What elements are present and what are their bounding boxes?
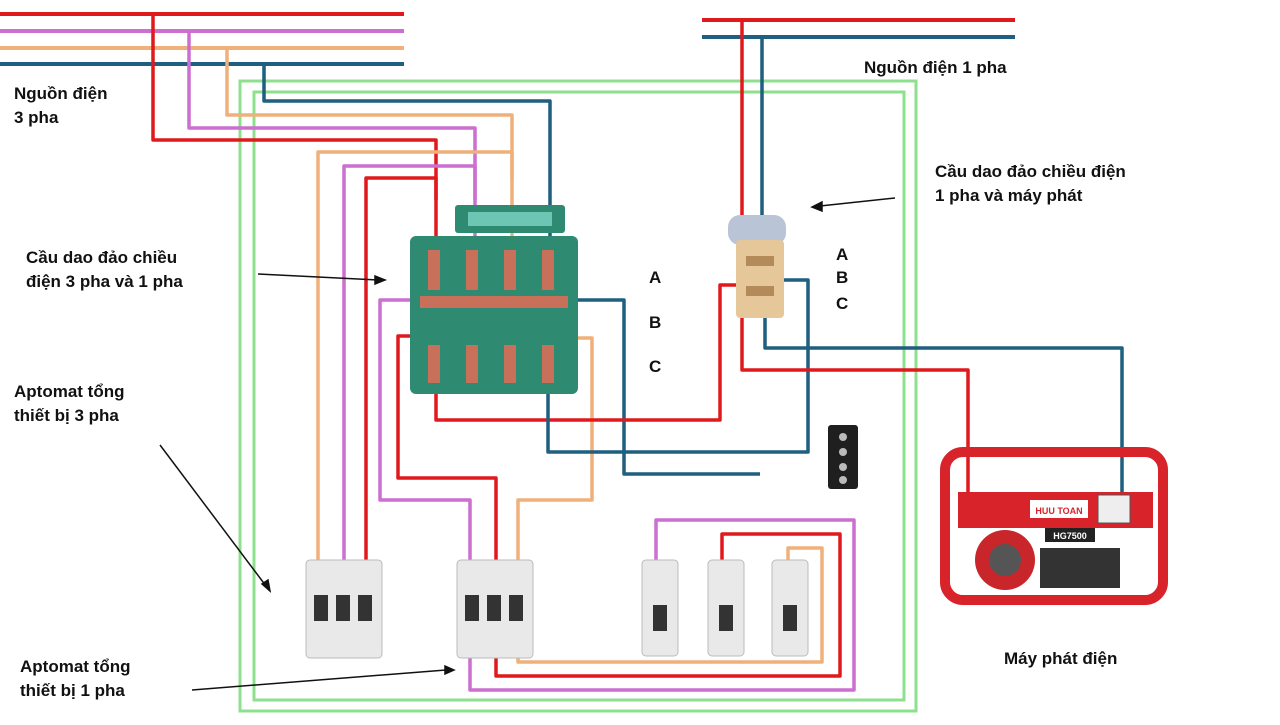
label-source-3phase-line2: 3 pha xyxy=(14,108,59,127)
wires-switch-output xyxy=(378,278,810,560)
label-breaker-3phase-line2: thiết bị 3 pha xyxy=(14,406,119,425)
label-switch-1phase: Cầu dao đảo chiều điện 1 pha và máy phát xyxy=(935,160,1126,208)
label-breaker-1phase-line2: thiết bị 1 pha xyxy=(20,681,125,700)
label-source-3phase: Nguồn điện 3 pha xyxy=(14,82,107,130)
phase-c-3phase: C xyxy=(649,357,662,376)
reversing-switch-1phase xyxy=(728,215,786,318)
label-switch-1phase-line1: Cầu dao đảo chiều điện xyxy=(935,162,1126,181)
terminal-block xyxy=(828,425,858,489)
label-breaker-3phase-line1: Aptomat tổng xyxy=(14,382,125,401)
label-source-3phase-line1: Nguồn điện xyxy=(14,84,108,103)
phase-b-3phase: B xyxy=(649,313,662,332)
wires-switch-to-breaker-3phase xyxy=(316,150,514,560)
generator-brand: HUU TOAN xyxy=(1035,506,1082,516)
label-breaker-3phase: Aptomat tổng thiết bị 3 pha xyxy=(14,380,124,428)
source-3phase-lines xyxy=(0,12,404,66)
breaker-3phase-load xyxy=(456,559,534,659)
label-breaker-1phase: Aptomat tổng thiết bị 1 pha xyxy=(20,655,130,703)
label-switch-3phase-line2: điện 3 pha và 1 pha xyxy=(26,272,183,291)
generator: HUU TOAN HG7500 xyxy=(940,447,1168,605)
generator-model: HG7500 xyxy=(1053,531,1087,541)
wires-1phase-breakers xyxy=(468,518,856,692)
label-switch-1phase-line2: 1 pha và máy phát xyxy=(935,186,1083,205)
breaker-1phase-1 xyxy=(641,559,679,657)
phase-a-3phase: A xyxy=(649,268,662,287)
phase-b-1phase: B xyxy=(836,268,849,287)
label-breaker-1phase-line1: Aptomat tổng xyxy=(20,657,131,676)
wires-source-1phase xyxy=(740,20,1124,520)
source-1phase-lines xyxy=(702,18,1015,39)
phase-c-1phase: C xyxy=(836,294,849,313)
label-switch-3phase: Cầu dao đảo chiều điện 3 pha và 1 pha xyxy=(26,246,183,294)
label-source-1phase: Nguồn điện 1 pha xyxy=(864,58,1007,77)
pointer-arrows xyxy=(159,197,896,691)
breaker-1phase-2 xyxy=(707,559,745,657)
reversing-switch-3phase xyxy=(410,205,578,394)
label-switch-3phase-line1: Cầu dao đảo chiều xyxy=(26,248,178,267)
enclosure-frame xyxy=(238,79,918,713)
wires-source-to-switch xyxy=(151,14,552,270)
phase-a-1phase: A xyxy=(836,245,849,264)
breaker-1phase-3 xyxy=(771,559,809,657)
label-generator: Máy phát điện xyxy=(1004,649,1118,668)
breaker-3phase-main xyxy=(305,559,383,659)
